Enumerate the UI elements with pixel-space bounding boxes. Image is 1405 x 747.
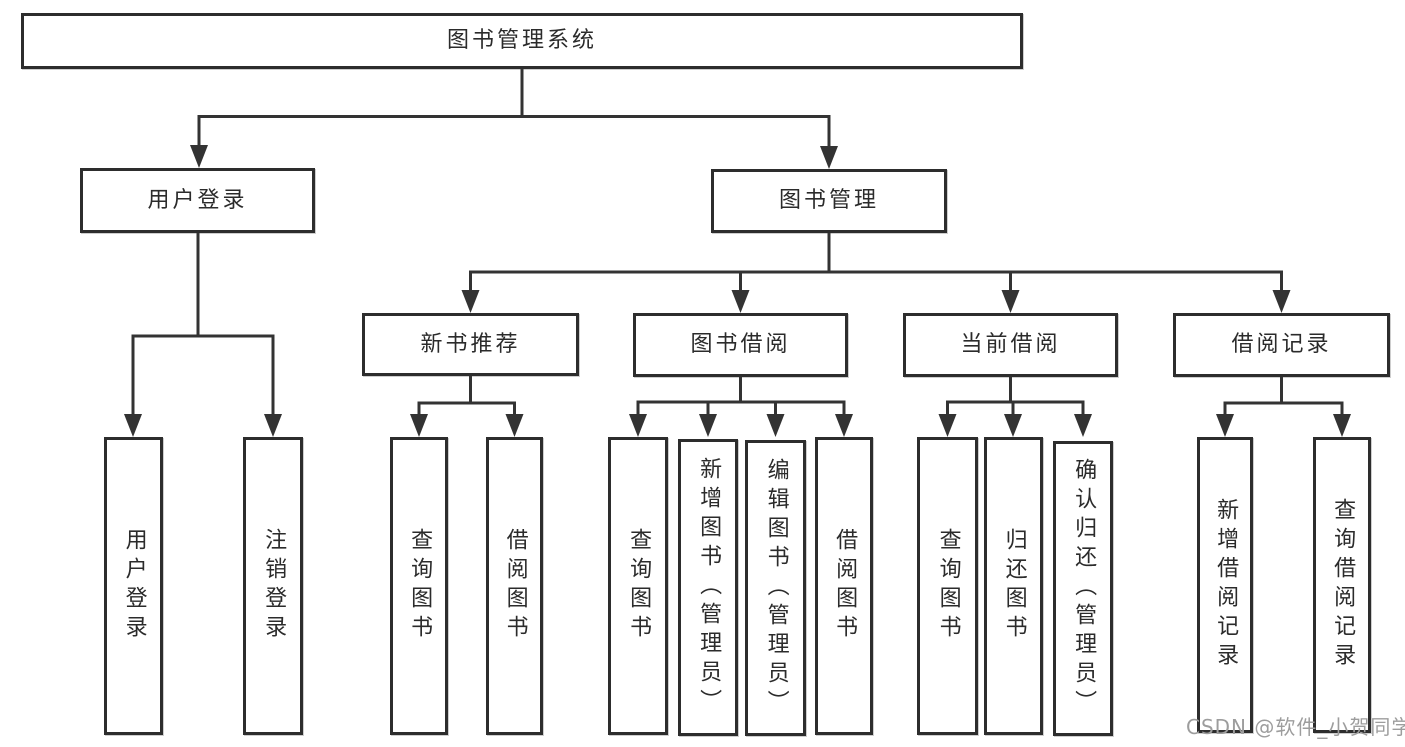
node-label-book-management: 图书管理 <box>778 188 879 213</box>
node-box-root: 图书管理系统 <box>21 13 1023 69</box>
leaf-label-confirm-return-admin: 确认归还（管理员） <box>1071 458 1097 719</box>
connector-book-borrow-children <box>629 377 853 437</box>
leaf-box-user-login: 用户登录 <box>104 437 163 735</box>
leaf-label-query-books-2: 查询图书 <box>626 528 652 644</box>
leaf-label-borrow-books-2: 借阅图书 <box>832 528 858 644</box>
leaf-box-query-books-2: 查询图书 <box>608 437 668 735</box>
leaf-label-edit-books-admin: 编辑图书（管理员） <box>763 457 789 719</box>
connector-user-login-children <box>124 233 282 437</box>
connector-borrow-records-children <box>1216 377 1351 437</box>
leaf-box-confirm-return-admin: 确认归还（管理员） <box>1053 441 1113 736</box>
leaf-label-query-borrow-record: 查询借阅记录 <box>1330 498 1356 672</box>
leaf-box-borrow-books-2: 借阅图书 <box>815 437 873 735</box>
leaf-label-add-books-admin: 新增图书（管理员） <box>696 457 722 718</box>
node-box-borrow-records: 借阅记录 <box>1173 313 1390 377</box>
node-label-user-login: 用户登录 <box>147 187 248 213</box>
leaf-label-user-login: 用户登录 <box>121 528 147 644</box>
leaf-box-query-borrow-record: 查询借阅记录 <box>1313 437 1371 733</box>
node-box-book-management: 图书管理 <box>711 169 947 233</box>
node-label-root: 图书管理系统 <box>446 28 597 53</box>
node-label-current-borrow: 当前借阅 <box>960 332 1061 357</box>
leaf-box-query-books-1: 查询图书 <box>390 437 448 735</box>
leaf-box-return-books: 归还图书 <box>984 437 1043 735</box>
connector-new-book-rec-children <box>410 376 524 437</box>
leaf-box-query-books-3: 查询图书 <box>917 437 978 735</box>
csdn-watermark: CSDN @软件_小贺同学 <box>1186 715 1405 739</box>
leaf-box-edit-books-admin: 编辑图书（管理员） <box>745 440 806 736</box>
connector-book-mgmt-children <box>461 233 1291 313</box>
node-label-borrow-records: 借阅记录 <box>1231 332 1332 357</box>
leaf-box-add-borrow-record: 新增借阅记录 <box>1197 437 1253 733</box>
leaf-label-query-books-1: 查询图书 <box>407 528 433 644</box>
connector-current-borrow-children <box>938 377 1092 437</box>
node-label-new-book-recommend: 新书推荐 <box>420 331 521 357</box>
node-label-book-borrow: 图书借阅 <box>690 332 791 357</box>
node-box-current-borrow: 当前借阅 <box>903 313 1118 377</box>
connector-root-children <box>190 68 838 169</box>
leaf-label-logout: 注销登录 <box>261 528 287 644</box>
leaf-label-borrow-books-1: 借阅图书 <box>502 528 528 644</box>
leaf-box-borrow-books-1: 借阅图书 <box>486 437 543 735</box>
node-box-user-login: 用户登录 <box>80 168 315 233</box>
node-box-new-book-recommend: 新书推荐 <box>362 313 579 376</box>
leaf-box-add-books-admin: 新增图书（管理员） <box>678 439 738 736</box>
node-box-book-borrow: 图书借阅 <box>633 313 848 377</box>
leaf-label-add-borrow-record: 新增借阅记录 <box>1213 498 1239 672</box>
leaf-box-logout: 注销登录 <box>243 437 303 735</box>
leaf-label-query-books-3: 查询图书 <box>935 528 961 644</box>
leaf-label-return-books: 归还图书 <box>1001 528 1027 644</box>
